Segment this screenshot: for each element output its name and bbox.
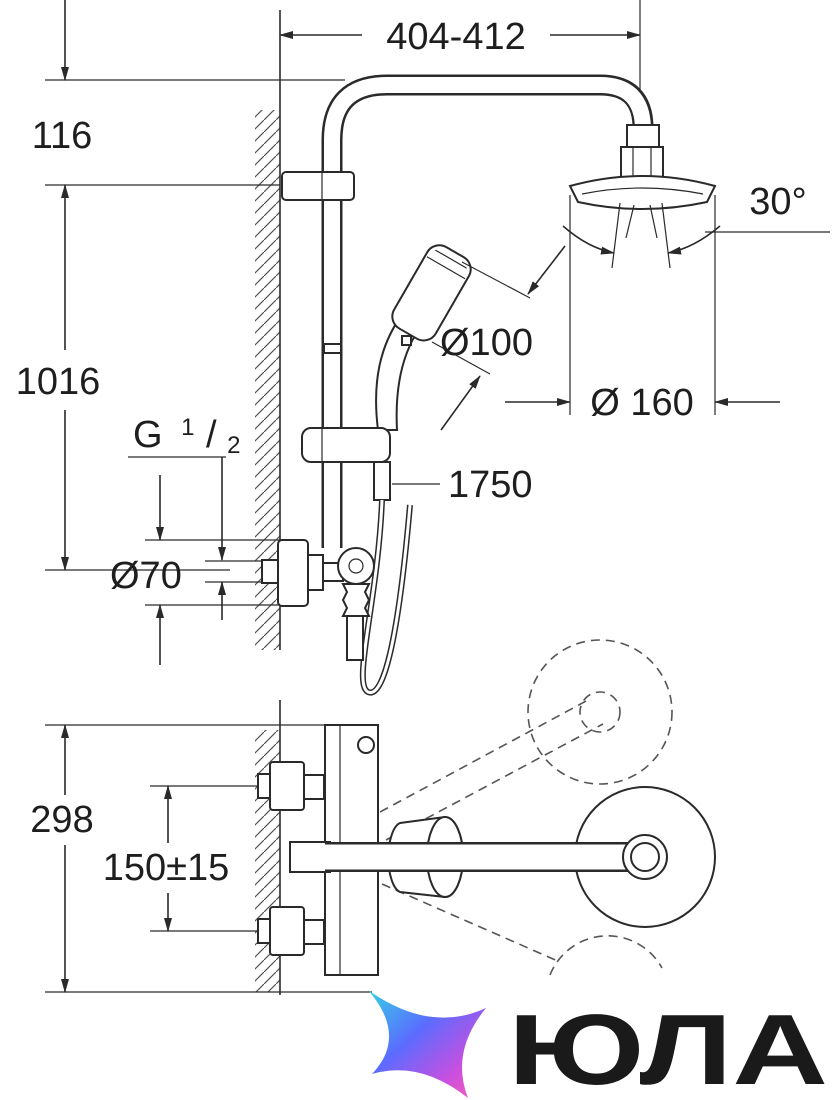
hand-shower-head-face <box>435 249 467 269</box>
head-shower-plate <box>568 175 717 210</box>
spray-line-1 <box>611 202 621 269</box>
upper-inlet-rosette <box>269 761 305 811</box>
spray-line-3 <box>649 204 658 239</box>
ext-line-hand-d-a <box>461 261 531 299</box>
rail-slider <box>301 427 391 463</box>
head-shower-nut <box>620 146 664 178</box>
thermostat-body-screw <box>357 736 375 754</box>
ext-line-hand-d-b <box>431 341 491 375</box>
dim-rail-height: 1016 <box>16 361 101 403</box>
spray-line-2 <box>625 204 635 239</box>
hose-connector <box>373 461 391 501</box>
hand-shower-head-rim <box>426 256 466 280</box>
dim-head-shower-diameter: Ø 160 <box>590 382 694 424</box>
dashed-disk-lower <box>549 935 663 976</box>
arm-base-plate <box>289 841 331 873</box>
logo-wordmark: ЮЛА <box>508 994 828 1100</box>
dim-thread-slash: / <box>206 414 217 456</box>
dim-line-hand-d-top <box>527 245 566 295</box>
spray-line-4 <box>661 202 671 269</box>
dim-arc-angle-left <box>562 225 615 255</box>
dim-arc-angle-right <box>667 225 721 255</box>
dim-depth: 298 <box>30 799 93 841</box>
dashed-disk-rotated-hub <box>579 691 621 733</box>
upper-inlet-nut <box>303 774 325 800</box>
head-shower-joint <box>626 124 660 148</box>
dim-top-offset: 116 <box>32 115 93 157</box>
mixer-rosette <box>277 539 309 607</box>
dim-thread-numerator: 1 <box>181 414 194 441</box>
dim-thread: G 1 / 2 <box>133 402 241 459</box>
dim-rosette-diameter: Ø70 <box>110 555 182 597</box>
dashed-arm-lower <box>381 883 561 963</box>
diverter-valve-core <box>348 558 364 574</box>
dim-thread-denominator: 2 <box>227 432 240 459</box>
diverter-fitting <box>341 583 371 617</box>
dashed-disk-rotated <box>527 639 673 785</box>
logo-star-mark <box>368 990 486 1098</box>
dashed-arm-edge-b <box>385 723 604 841</box>
lower-inlet-rosette <box>269 906 305 956</box>
rail-wall-bracket <box>281 171 355 201</box>
hand-shower-button <box>401 335 412 346</box>
hand-shower-head-body <box>391 244 472 342</box>
dim-hose-length: 1750 <box>448 464 533 506</box>
head-shower-face <box>581 187 704 195</box>
lower-inlet-nut <box>303 919 325 945</box>
dim-thread-prefix: G <box>133 414 163 456</box>
mixer-nut <box>307 554 324 591</box>
dim-line-hand-d-bottom <box>440 375 481 431</box>
shower-rail-pipe-fill <box>324 77 651 550</box>
diverter-valve <box>337 547 375 585</box>
dim-connection-spacing: 150±15 <box>103 847 230 889</box>
shower-hose-fill <box>361 499 412 694</box>
rail-clamp <box>323 343 342 354</box>
dim-hand-shower-diameter: Ø100 <box>440 322 533 364</box>
diverter-outlet-pipe <box>346 615 364 661</box>
dashed-arm-edge-a <box>379 699 589 813</box>
dim-spray-angle: 30° <box>749 181 806 223</box>
disk-hub-inner <box>630 842 660 872</box>
hand-shower-head <box>391 244 472 342</box>
dim-width-range: 404-412 <box>386 16 525 58</box>
